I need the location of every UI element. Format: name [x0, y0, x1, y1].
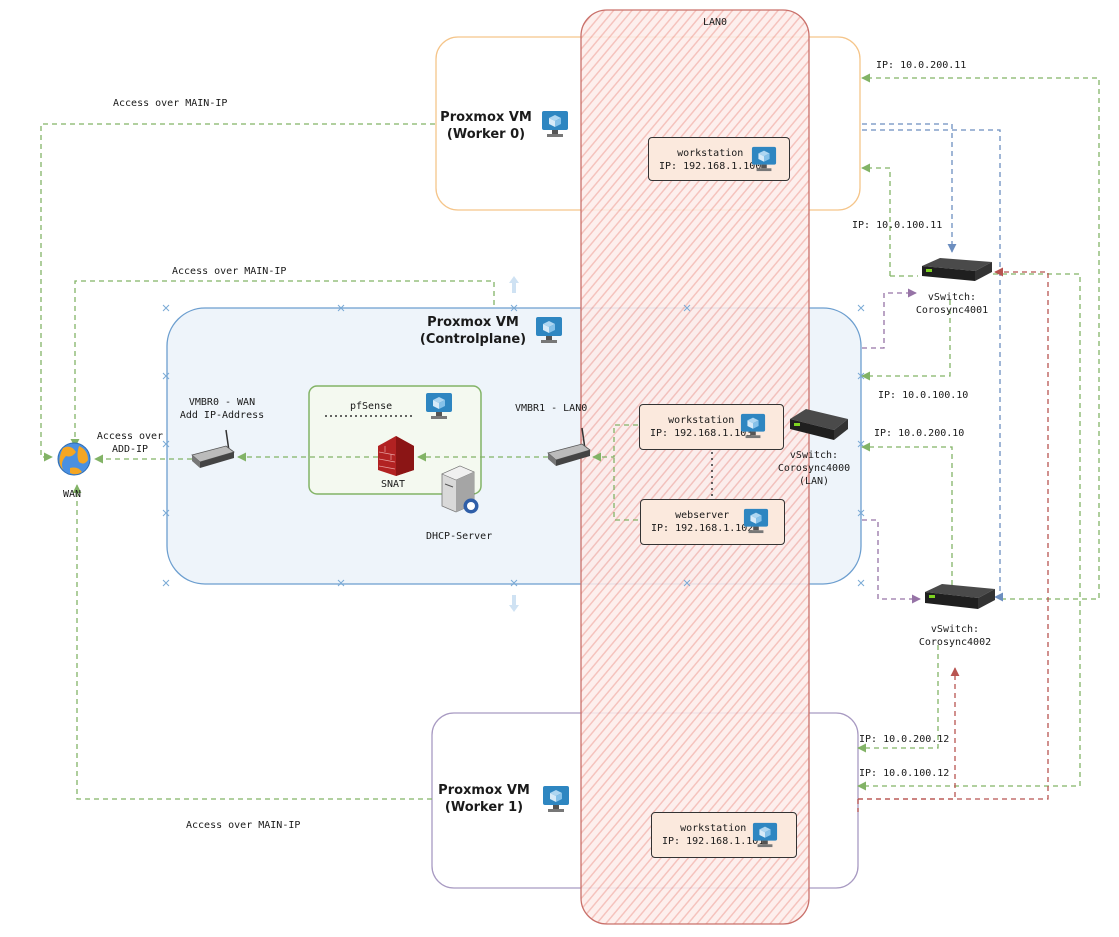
cp-to-corosync4002-purple: [862, 519, 921, 604]
host-name: workstation: [680, 823, 747, 834]
vmbr0-line: Add IP-Address: [179, 410, 265, 421]
access-main-ip-worker1: [72, 484, 432, 800]
cp-to-corosync4001-purple: [862, 288, 917, 349]
host-ip: IP: 192.168.1.103: [650, 428, 753, 439]
worker1-title: Proxmox VM (Worker 1): [434, 782, 534, 816]
router-icon-vmbr1: [547, 427, 591, 466]
vm-title-line: (Worker 0): [446, 127, 526, 142]
host-ip: IP: 192.168.1.102: [651, 523, 754, 534]
w1-corosync4002-green: [857, 645, 939, 753]
wan-label: WAN: [63, 489, 82, 500]
w0-corosync4001: [862, 168, 918, 277]
switch-label-line: Corosync4002: [918, 637, 992, 648]
access-add-ip-label: Access over ADD-IP: [94, 430, 166, 456]
w1-corosync4001-green: [857, 273, 1081, 791]
controlplane-title: Proxmox VM (Controlplane): [418, 314, 528, 348]
access-main-ip-worker0: [40, 123, 435, 462]
globe-icon: [57, 442, 91, 476]
vmbr0-label: VMBR0 - WAN Add IP-Address: [177, 396, 267, 422]
access-main-ip-controlplane: [70, 280, 495, 448]
ip-label: IP: 10.0.100.10: [878, 390, 969, 401]
cp-corosync4001-green: [861, 300, 951, 381]
ip-label: IP: 10.0.200.10: [874, 428, 965, 439]
ip-label: IP: 10.0.100.11: [852, 220, 943, 231]
lan0-label: LAN0: [703, 17, 728, 28]
switch-label-line: vSwitch:: [930, 624, 980, 635]
switch-icon-corosync4002: [925, 584, 995, 609]
host-ip: IP: 192.168.1.100: [659, 161, 762, 172]
cp-corosync4002-green: [861, 442, 953, 585]
vm-monitor-icon: [541, 785, 571, 817]
vm-monitor-icon: [540, 110, 570, 142]
vm-title-line: Proxmox VM: [427, 315, 519, 330]
worker0-title: Proxmox VM (Worker 0): [436, 109, 536, 143]
access-main-ip-label: Access over MAIN-IP: [186, 820, 301, 831]
pfsense-label: pfSense: [350, 401, 393, 412]
access-add-ip-line: Access over: [96, 431, 164, 442]
vm-monitor-icon: [534, 316, 564, 348]
access-main-ip-label: Access over MAIN-IP: [172, 266, 287, 277]
vm-monitor-icon: [424, 392, 454, 424]
switch-icon-corosync4000: [790, 409, 848, 440]
vm-title-line: (Controlplane): [419, 332, 527, 347]
ip-label: IP: 10.0.200.12: [859, 734, 950, 745]
vm-monitor-icon: [739, 413, 767, 443]
vm-monitor-icon: [742, 508, 770, 538]
access-add-ip-line: ADD-IP: [111, 444, 149, 455]
vmbr1-label: VMBR1 - LAN0: [515, 403, 588, 414]
access-main-ip-label: Access over MAIN-IP: [113, 98, 228, 109]
switch-label-line: Corosync4000: [777, 463, 851, 474]
ws103-to-vmbr1: [592, 424, 638, 462]
vm-monitor-icon: [751, 822, 779, 852]
vmbr0-line: VMBR0 - WAN: [188, 397, 256, 408]
host-name: webserver: [675, 510, 730, 521]
switch-label-line: Corosync4001: [915, 305, 989, 316]
w0-to-corosync4002-blue: [862, 129, 1004, 602]
server-icon: [441, 465, 479, 514]
vm-monitor-icon: [750, 146, 778, 176]
ip-label: IP: 10.0.100.12: [859, 768, 950, 779]
lan0-band: [580, 9, 810, 925]
switch-label-line: (LAN): [798, 476, 830, 487]
w1-to-corosync4001-red: [858, 267, 1049, 800]
host-name: workstation: [677, 148, 744, 159]
web102-to-vmbr1: [613, 457, 638, 521]
switch-label-line: vSwitch:: [789, 450, 839, 461]
switch-label-corosync4000: vSwitch: Corosync4000 (LAN): [774, 449, 854, 488]
w0-corosync4002-green: [861, 73, 1100, 600]
ip-label: IP: 10.0.200.11: [876, 60, 967, 71]
dhcp-server-label: DHCP-Server: [426, 531, 493, 542]
host-name: workstation: [668, 415, 735, 426]
w0-to-corosync4001-blue: [862, 123, 957, 253]
vm-title-line: Proxmox VM: [440, 110, 532, 125]
host-ip: IP: 192.168.1.101: [662, 836, 765, 847]
w1-to-corosync4002-red: [857, 668, 955, 812]
snat-label: SNAT: [381, 479, 406, 490]
switch-label-line: vSwitch:: [927, 292, 977, 303]
switch-label-corosync4002: vSwitch: Corosync4002: [915, 623, 995, 649]
switch-icon-corosync4001: [922, 258, 992, 281]
vm-title-line: Proxmox VM: [438, 783, 530, 798]
vm-title-line: (Worker 1): [444, 800, 524, 815]
switch-label-corosync4001: vSwitch: Corosync4001: [912, 291, 992, 317]
firewall-icon: [378, 436, 414, 476]
router-icon-vmbr0: [191, 429, 235, 468]
